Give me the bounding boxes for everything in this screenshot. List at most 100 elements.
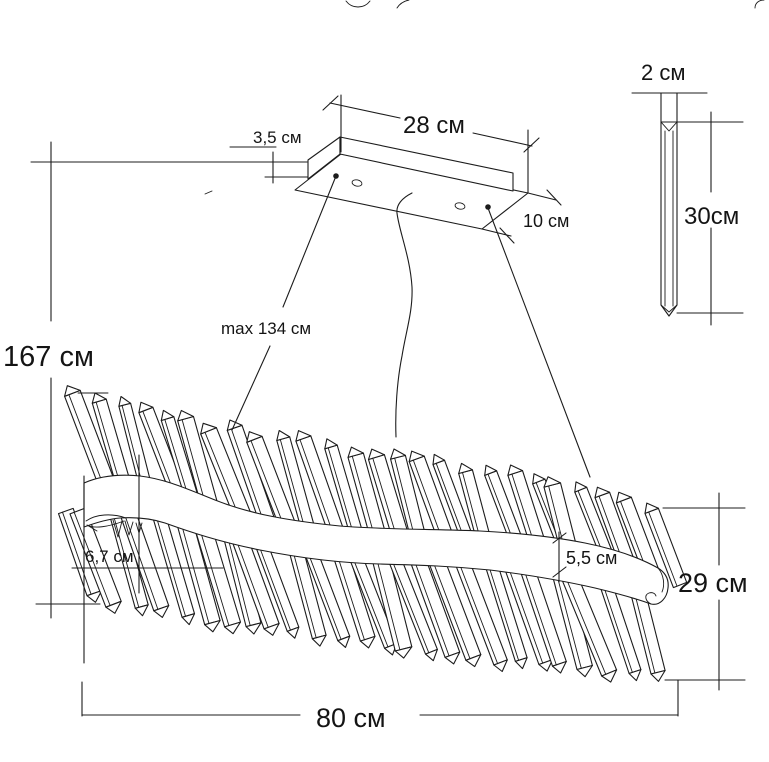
crystal-prism-part: [73, 511, 111, 606]
crystal-prism-part: [424, 648, 438, 662]
suspension-cable-right: [487, 207, 591, 478]
crystal-prism-part: [367, 448, 385, 461]
crystal-prism-part: [594, 486, 611, 499]
dim-label-band-height: 5,5 см: [566, 548, 617, 568]
crystal-prism-part: [337, 635, 351, 648]
crystal-prism-part: [628, 669, 642, 682]
crystal-prism-part: [225, 528, 251, 627]
crystal-prism-part: [410, 549, 450, 657]
crystal-top-facet: [660, 121, 678, 132]
crystal-prism-part: [504, 557, 544, 664]
crystal-prism-part: [160, 409, 175, 422]
ext-line: [660, 92, 678, 123]
dim-label-crystal-length: 30см: [684, 203, 739, 230]
crystal-prism-part: [64, 385, 81, 397]
band-left-curl: [85, 514, 127, 522]
power-cord: [395, 192, 413, 438]
crystal-prism-part: [204, 619, 221, 633]
dim-label-crystal-width: 2 см: [641, 60, 685, 85]
dim-label-canopy-length: 28 см: [403, 112, 465, 139]
band-ribbon: [83, 474, 669, 605]
crystal-prism-part: [91, 392, 107, 404]
crystal-prism-part: [560, 566, 607, 675]
suspension-cable-left: [282, 175, 337, 308]
crystal-prism-part: [601, 669, 618, 683]
crystal-prism-part: [347, 446, 364, 458]
crystal-prism-part: [246, 431, 263, 443]
ext-lines-80: [81, 679, 679, 717]
crystal-prism-part: [373, 548, 401, 651]
crystal-prism-part: [387, 548, 430, 654]
canopy-back-wall: [339, 136, 514, 192]
dim-ticks: [676, 121, 744, 314]
crystal-prism-part: [551, 660, 567, 674]
dim-label-overall-drop: 167 см: [3, 341, 94, 373]
ceiling-canopy: [294, 136, 529, 230]
dim-hatches: [499, 189, 562, 244]
max-length-leader: [231, 345, 271, 431]
crystal-side-view: 2 см 30см: [631, 60, 744, 326]
crystal-prism-part: [538, 659, 554, 672]
ext-lines-67: [83, 454, 140, 664]
crystal-prism-part: [484, 464, 498, 476]
crystal-prism-part: [110, 504, 140, 608]
band-end-curl: [645, 592, 657, 605]
crystal-prism-part: [599, 575, 633, 673]
crystal-prism-part: [507, 464, 524, 476]
crystal-prism-part: [493, 659, 508, 673]
crystal-prism-part: [177, 409, 195, 422]
crystal-prism-part: [276, 429, 291, 442]
crystal-prism-part: [408, 450, 425, 463]
crystal-prism-part: [390, 448, 406, 460]
crystal-prism-part: [324, 438, 338, 450]
dim-label-canopy-depth: 10 см: [523, 211, 569, 231]
crystal-prism-part: [484, 554, 520, 661]
crystal-prism-part: [224, 621, 242, 635]
top-edge-fragments: [204, 0, 765, 195]
crystal-prism-part: [286, 626, 300, 639]
crystal-prism-part: [644, 502, 659, 514]
crystal-prism-part: [118, 395, 132, 407]
crystal-prism-part: [574, 481, 588, 493]
crystal-prism-part: [200, 422, 217, 435]
crystal-prism-part: [454, 552, 499, 665]
band-end-fold: [657, 567, 665, 593]
crystal-prism-part: [152, 506, 186, 617]
crystal-prism-part: [576, 664, 593, 678]
crystal-prism-part: [543, 476, 562, 488]
crystal-prism-part: [263, 622, 280, 636]
crystal-prism-part: [62, 511, 92, 595]
crystal-outline: [660, 121, 678, 317]
crystal-prism-part: [432, 453, 446, 466]
dim-label-body-height: 29 см: [678, 568, 748, 598]
dim-label-left-inset: 6,7 см: [85, 547, 134, 566]
crystal-prism-part: [311, 634, 327, 647]
dim-hatches: [552, 532, 567, 578]
dim-overall-drop: 167 см: [3, 141, 308, 619]
crystal-prism-part: [86, 590, 103, 603]
crystal-prism-part: [153, 605, 170, 618]
chandelier-band: [77, 392, 669, 605]
suspension: max 134 см: [221, 175, 591, 478]
crystal-prism-part: [178, 513, 210, 625]
crystal-prism-part: [428, 550, 471, 660]
dim-label-max-suspension: max 134 см: [221, 319, 311, 338]
crystal-facet-lines: [664, 130, 674, 307]
crystal-prism-part: [514, 657, 528, 670]
canopy-hole-right: [454, 202, 466, 210]
crystal-prism-part: [232, 530, 269, 628]
crystal-prism-part: [348, 547, 389, 648]
crystal-prism-part: [196, 519, 230, 627]
crystal-bottom-facet: [660, 304, 678, 313]
crystal-prism-part: [359, 635, 376, 649]
crystal-prism-part: [105, 600, 122, 614]
dim-body: 6,7 см 5,5 см 29 см 80 см: [71, 454, 748, 733]
crystal-prism-part: [520, 559, 557, 666]
crystal-prism-part: [615, 491, 632, 504]
crystal-prism-part: [648, 511, 678, 587]
canopy-hole-left: [351, 179, 363, 187]
dim-canopy: 28 см 3,5 см 10 см: [229, 94, 569, 244]
dim-hatches: [322, 95, 540, 153]
crystal-prism-part: [334, 547, 365, 641]
